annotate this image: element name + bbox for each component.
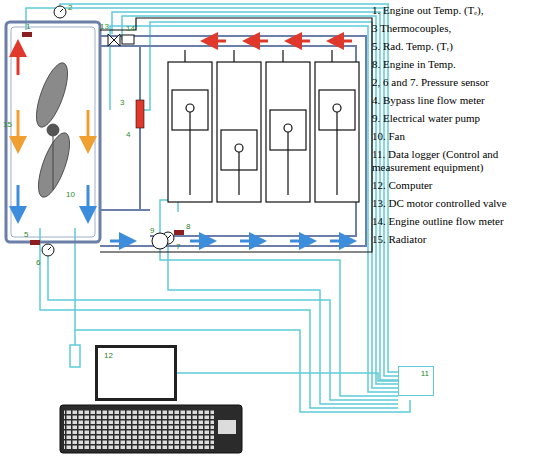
callout-number: 3 xyxy=(120,98,124,107)
callout-number: 1 xyxy=(26,22,30,31)
callout-number: 4 xyxy=(126,130,130,139)
callout-number: 9 xyxy=(150,226,154,235)
legend-item: 10. Fan xyxy=(372,130,548,143)
legend-item: 2, 6 and 7. Pressure sensor xyxy=(372,76,548,89)
legend-item: 15. Radiator xyxy=(372,233,548,246)
callout-number: 14 xyxy=(126,24,135,33)
callout-number: 13 xyxy=(100,22,109,31)
legend-item: 4. Bypass line flow meter xyxy=(372,94,548,107)
legend-item: 9. Electrical water pump xyxy=(372,112,548,125)
legend-item: 11. Data logger (Control and measurement… xyxy=(372,148,548,174)
computer-monitor: 12 xyxy=(95,345,177,401)
callout-number: 10 xyxy=(66,190,75,199)
legend-item: 8. Engine in Temp. xyxy=(372,58,548,71)
callout-number: 7 xyxy=(176,242,180,251)
callout-number: 6 xyxy=(36,258,40,267)
legend-item: 12. Computer xyxy=(372,179,548,192)
signal-cable xyxy=(177,373,398,381)
callout-number: 12 xyxy=(104,351,168,360)
legend-item: 1. Engine out Temp. (Tₑ), xyxy=(372,4,548,17)
callout-number: 5 xyxy=(24,230,28,239)
callout-number: 15 xyxy=(3,120,12,129)
callout-number: 2 xyxy=(68,3,72,12)
signal-cable-line xyxy=(177,373,398,381)
legend-item: 14. Engine outline flow meter xyxy=(372,215,548,228)
callout-number: 11 xyxy=(403,369,429,378)
legend-item: 3 Thermocouples, xyxy=(372,22,548,35)
legend-item: 13. DC motor controlled valve xyxy=(372,197,548,210)
legend-item: 5. Rad. Temp. (Tᵣ) xyxy=(372,40,548,53)
callout-number: 8 xyxy=(186,222,190,231)
data-logger-box: 11 xyxy=(398,366,434,396)
